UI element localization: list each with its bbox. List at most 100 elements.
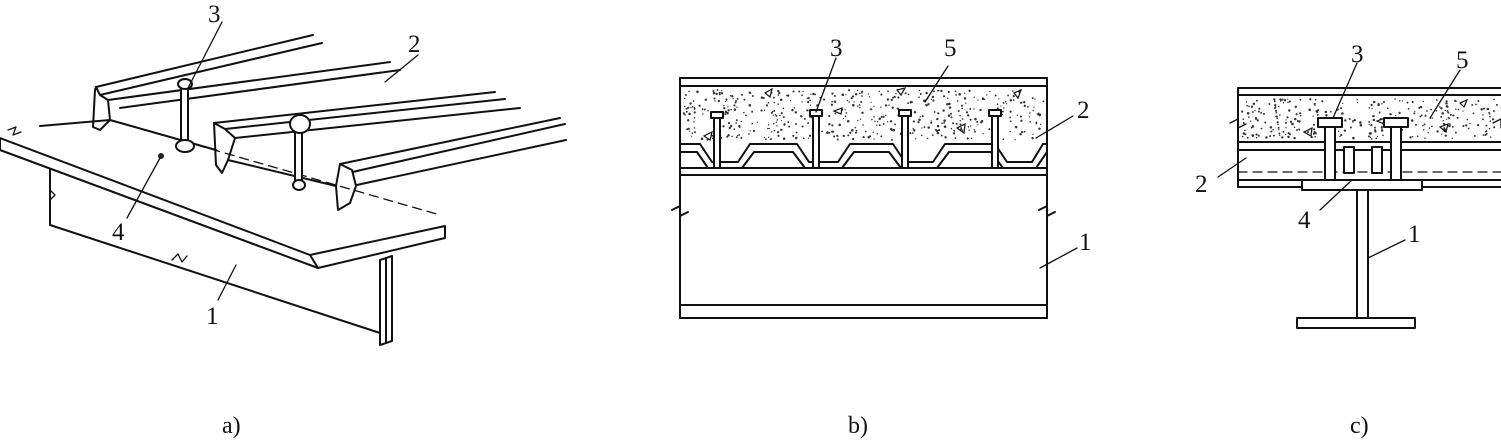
aggregate-dot (726, 135, 729, 138)
aggregate-dot (809, 99, 811, 102)
aggregate-dot (1348, 117, 1351, 121)
aggregate-dot (807, 100, 810, 104)
aggregate-dot (792, 134, 795, 137)
aggregate-dot (876, 133, 878, 135)
aggregate-dot (807, 122, 809, 125)
aggregate-dot (1444, 134, 1447, 137)
aggregate-dot (861, 95, 863, 97)
aggregate-dot (1023, 130, 1026, 133)
aggregate-dot (771, 131, 773, 133)
aggregate-dot (765, 104, 769, 107)
aggregate-dot (1014, 139, 1016, 141)
aggregate-dot (712, 91, 716, 95)
aggregate-dot (1279, 98, 1282, 101)
aggregate-dot (733, 104, 736, 107)
aggregate-dot (1469, 122, 1471, 125)
aggregate-dot (730, 124, 733, 128)
aggregate-dot (772, 123, 775, 125)
aggregate-dot (809, 104, 811, 106)
aggregate-dot (701, 108, 704, 111)
aggregate-dot (724, 110, 728, 114)
panel-b: 3 5 2 1 b) (671, 35, 1092, 439)
aggregate-dot (1368, 123, 1370, 126)
aggregate-dot (727, 109, 730, 112)
aggregate-dot (1409, 136, 1412, 139)
aggregate-dot (1386, 107, 1389, 110)
aggregate-dot (735, 100, 737, 102)
aggregate-dot (1307, 130, 1310, 134)
aggregate-dot (1265, 136, 1268, 139)
aggregate-dot (782, 107, 785, 110)
aggregate-dot (688, 130, 691, 132)
aggregate-dot (1277, 123, 1279, 125)
aggregate-dot (1353, 119, 1356, 122)
aggregate-dot (1370, 103, 1373, 107)
aggregate-dot (691, 105, 694, 108)
aggregate-dot (1251, 135, 1254, 138)
aggregate-dot (851, 95, 855, 98)
aggregate-dot (724, 113, 727, 116)
aggregate-dot (927, 126, 930, 129)
aggregate-dot (867, 93, 869, 95)
aggregate-dot (907, 93, 910, 96)
aggregate-dot (873, 105, 875, 108)
aggregate-dot (965, 102, 967, 104)
aggregate-dot (857, 105, 859, 107)
aggregate-dot (1446, 110, 1449, 112)
aggregate-dot (762, 97, 765, 99)
aggregate-dot (910, 100, 913, 104)
aggregate-dot (1444, 109, 1447, 112)
aggregate-dot (966, 137, 969, 140)
aggregate-dot (740, 120, 742, 123)
aggregate-dot (1423, 128, 1425, 131)
aggregate-dot (1256, 119, 1259, 122)
aggregate-dot (1309, 98, 1312, 101)
aggregate-dot (842, 117, 845, 120)
panel-a-label-stud: 3 (208, 1, 221, 28)
aggregate-dot (1462, 110, 1464, 112)
aggregate-dot (814, 93, 817, 96)
panel-b-aggregate-triangles (702, 87, 1023, 141)
aggregate-dot (822, 98, 826, 101)
aggregate-dot (1251, 125, 1255, 128)
aggregate-dot (1298, 120, 1301, 123)
panel-a-label-beam: 1 (206, 303, 219, 330)
aggregate-dot (880, 115, 883, 118)
aggregate-dot (1415, 123, 1417, 126)
aggregate-dot (1427, 131, 1429, 134)
aggregate-dot (727, 122, 731, 125)
aggregate-dot (974, 117, 977, 121)
aggregate-dot (933, 90, 936, 93)
aggregate-dot (1289, 120, 1293, 123)
aggregate-dot (952, 132, 956, 135)
aggregate-dot (977, 99, 979, 101)
aggregate-dot (1356, 101, 1359, 104)
aggregate-dot (768, 136, 770, 138)
aggregate-dot (882, 115, 885, 118)
aggregate-dot (1373, 126, 1376, 129)
aggregate-dot (1380, 129, 1384, 132)
aggregate-dot (1033, 106, 1035, 108)
aggregate-dot (1019, 132, 1022, 136)
aggregate-dot (1359, 124, 1363, 127)
aggregate-dot (845, 94, 847, 96)
aggregate-dot (1009, 110, 1012, 113)
aggregate-dot (944, 136, 947, 139)
aggregate-dot (685, 110, 688, 113)
aggregate-dot (1313, 123, 1315, 126)
aggregate-dot (1314, 104, 1316, 107)
aggregate-dot (959, 114, 961, 117)
aggregate-dot (1268, 103, 1271, 105)
aggregate-dot (683, 105, 686, 108)
aggregate-dot (961, 107, 964, 110)
aggregate-dot (1430, 108, 1432, 111)
aggregate-dot (1004, 101, 1007, 103)
aggregate-dot (1287, 98, 1289, 100)
aggregate-dot (931, 134, 934, 136)
aggregate-dot (872, 131, 874, 133)
panel-c-leader-3 (1332, 62, 1358, 119)
aggregate-dot (1042, 100, 1045, 103)
aggregate-dot (751, 122, 753, 125)
aggregate-dot (1344, 119, 1347, 122)
